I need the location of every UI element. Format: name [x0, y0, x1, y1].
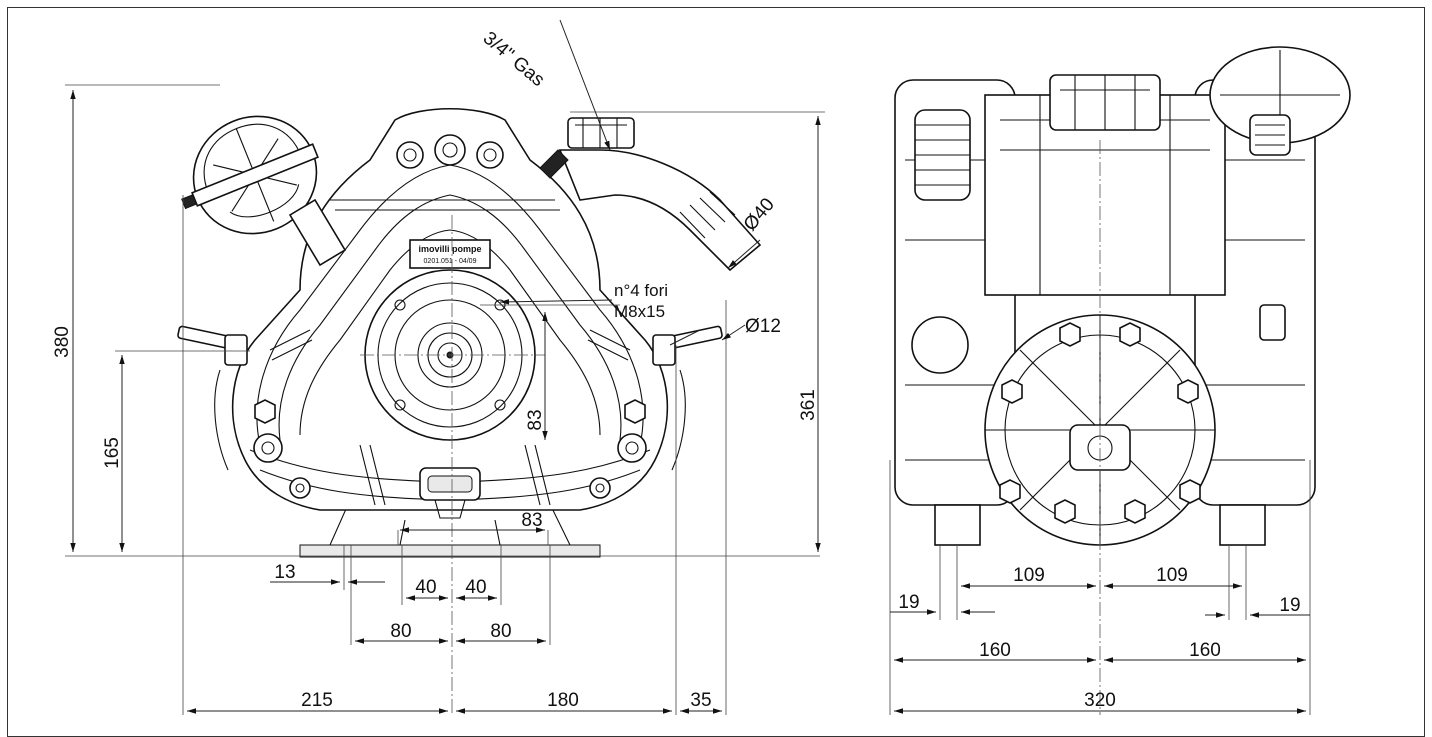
thread-label: 3/4" Gas [479, 28, 549, 91]
dimension-text-side: 109 109 19 19 160 160 320 [898, 565, 1300, 711]
dim-180: 180 [547, 690, 579, 711]
outlet-cap [567, 117, 635, 149]
extension-lines-side [889, 460, 1311, 715]
left-foot [934, 504, 981, 546]
holes-label-line1: n°4 fori [614, 281, 668, 300]
front-view [177, 108, 762, 558]
dim-83-horizontal: 83 [521, 510, 542, 531]
code-text: 0201.051 - 04/09 [424, 258, 477, 265]
dim-160-right: 160 [1189, 640, 1221, 661]
dimension-lines-side [890, 583, 1310, 714]
dim-320: 320 [1084, 690, 1116, 711]
dim-40-left: 40 [415, 577, 436, 598]
dim-165: 165 [102, 437, 123, 469]
head-bolts [253, 134, 647, 499]
dim-80-left: 80 [390, 621, 411, 642]
brand-text: imovilli pompe [418, 244, 481, 254]
dim-361: 361 [798, 389, 819, 421]
dim-35: 35 [690, 690, 711, 711]
dim-40-right: 40 [465, 577, 486, 598]
label-plate [409, 239, 491, 269]
side-bolts [999, 322, 1201, 524]
dim-80-right: 80 [490, 621, 511, 642]
dim-83-vertical: 83 [525, 409, 546, 430]
pressure-accumulator [181, 115, 319, 235]
dim-19-right: 19 [1279, 595, 1300, 616]
holes-label-line2: M8x15 [614, 302, 665, 321]
side-nipples [177, 325, 723, 471]
nipple-diameter-label: Ø12 [745, 316, 781, 337]
extension-lines-front [65, 84, 825, 715]
left-port [911, 316, 969, 374]
dim-380: 380 [52, 326, 73, 358]
side-view [894, 46, 1351, 546]
dimension-lines-front [70, 19, 821, 714]
outlet-hose [558, 149, 762, 272]
base-plate [299, 544, 601, 558]
dim-19-left: 19 [898, 592, 919, 613]
dim-160-left: 160 [979, 640, 1011, 661]
dim-109-left: 109 [1013, 565, 1045, 586]
right-foot [1219, 504, 1266, 546]
dim-215: 215 [301, 690, 333, 711]
center-lines-front [360, 215, 545, 715]
dim-109-right: 109 [1156, 565, 1188, 586]
dim-13: 13 [274, 562, 295, 583]
